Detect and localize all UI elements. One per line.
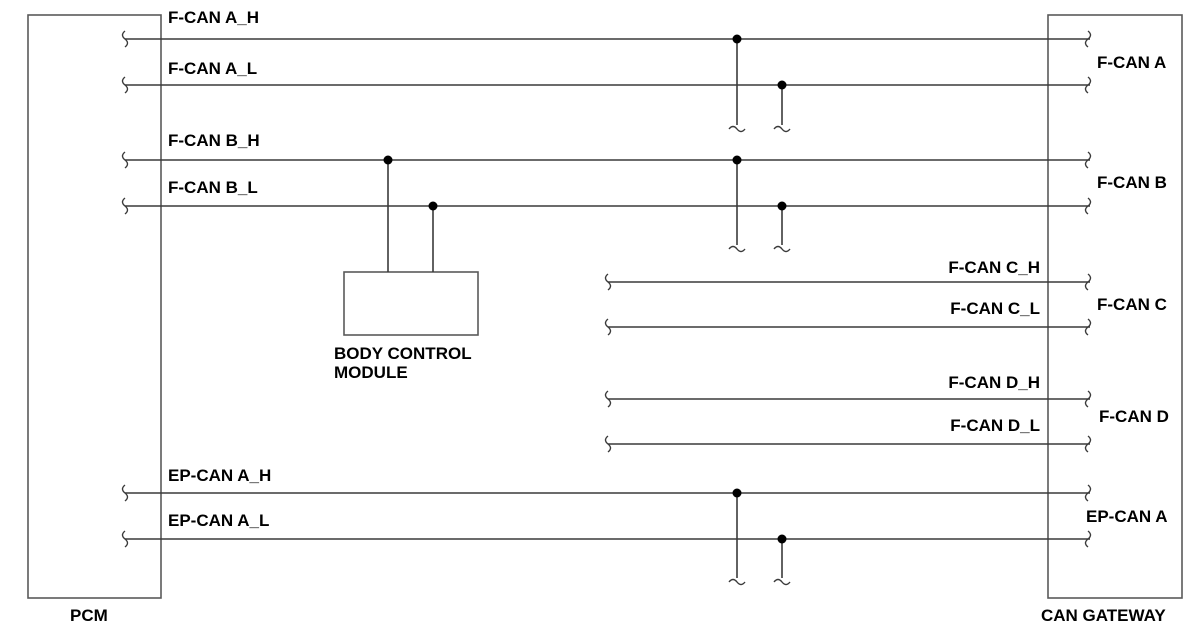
label-bus-fcan-d: F-CAN D <box>1099 407 1169 426</box>
label-fcan-b-l: F-CAN B_L <box>168 178 258 197</box>
connector-break-icon <box>728 125 746 133</box>
label-fcan-c-l: F-CAN C_L <box>950 299 1040 318</box>
connector-break-icon <box>121 197 129 215</box>
splice-point <box>732 155 742 165</box>
label-bus-fcan-a: F-CAN A <box>1097 53 1166 72</box>
connector-break-icon <box>1084 197 1092 215</box>
connector-break-icon <box>1084 484 1092 502</box>
label-pcm: PCM <box>70 606 108 625</box>
label-fcan-d-l: F-CAN D_L <box>950 416 1040 435</box>
label-fcan-a-l: F-CAN A_L <box>168 59 257 78</box>
connector-break-icon <box>1084 530 1092 548</box>
connector-break-icon <box>1084 318 1092 336</box>
splice-point <box>777 534 787 544</box>
label-bus-fcan-c: F-CAN C <box>1097 295 1167 314</box>
can-gateway-box <box>1047 14 1183 599</box>
pcm-box <box>27 14 162 599</box>
connector-break-icon <box>121 530 129 548</box>
label-epcan-a-h: EP-CAN A_H <box>168 466 271 485</box>
connector-break-icon <box>121 76 129 94</box>
splice-point <box>777 80 787 90</box>
label-fcan-d-h: F-CAN D_H <box>948 373 1040 392</box>
connector-break-icon <box>1084 273 1092 291</box>
splice-point <box>428 201 438 211</box>
splice-point <box>732 488 742 498</box>
body-control-module-box <box>343 271 479 336</box>
connector-break-icon <box>121 30 129 48</box>
connector-break-icon <box>121 151 129 169</box>
connector-break-icon <box>773 245 791 253</box>
connector-break-icon <box>121 484 129 502</box>
label-bus-epcan-a: EP-CAN A <box>1086 507 1168 526</box>
label-can-gateway: CAN GATEWAY <box>1041 606 1166 625</box>
connector-break-icon <box>1084 151 1092 169</box>
connector-break-icon <box>773 578 791 586</box>
label-bcm-line2: MODULE <box>334 363 408 382</box>
connector-break-icon <box>728 578 746 586</box>
splice-point <box>383 155 393 165</box>
label-bcm-line1: BODY CONTROL <box>334 344 472 363</box>
connector-break-icon <box>1084 76 1092 94</box>
connector-break-icon <box>1084 435 1092 453</box>
label-epcan-a-l: EP-CAN A_L <box>168 511 269 530</box>
connector-break-icon <box>604 435 612 453</box>
connector-break-icon <box>604 318 612 336</box>
label-fcan-c-h: F-CAN C_H <box>948 258 1040 277</box>
connector-break-icon <box>604 273 612 291</box>
connector-break-icon <box>773 125 791 133</box>
splice-point <box>777 201 787 211</box>
label-fcan-b-h: F-CAN B_H <box>168 131 260 150</box>
connector-break-icon <box>728 245 746 253</box>
connector-break-icon <box>1084 30 1092 48</box>
splice-point <box>732 34 742 44</box>
connector-break-icon <box>1084 390 1092 408</box>
connector-break-icon <box>604 390 612 408</box>
label-fcan-a-h: F-CAN A_H <box>168 8 259 27</box>
label-bus-fcan-b: F-CAN B <box>1097 173 1167 192</box>
